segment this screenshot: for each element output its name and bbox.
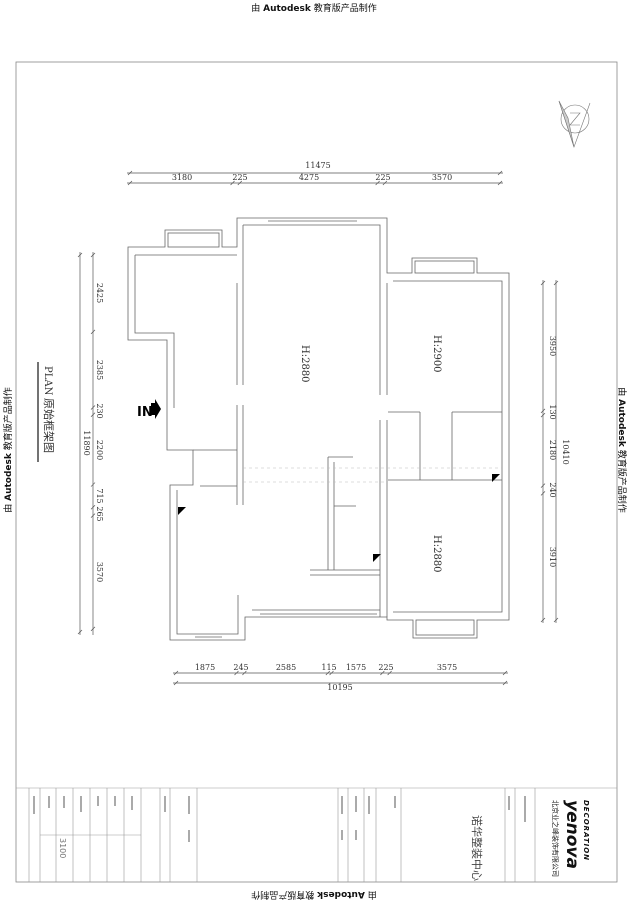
dim-right: 3950: [548, 336, 557, 356]
dimension-line: [77, 629, 83, 635]
dimension-line: [230, 180, 235, 186]
dimension-line: [380, 670, 385, 676]
dimension-line: [90, 412, 96, 418]
dim-bottom: 3575: [437, 663, 457, 672]
dimension-line: [540, 617, 546, 623]
balcony: [167, 232, 220, 248]
dim-top: 3180: [172, 173, 192, 182]
brand-sub: DECORATION: [582, 800, 590, 861]
dimension-line: [497, 180, 503, 186]
dimension-line: [553, 280, 559, 286]
dim-bottom: 1575: [346, 663, 366, 672]
dim-left: 230: [95, 403, 104, 418]
dimension-line: [234, 670, 239, 676]
dim-right: 3910: [548, 547, 557, 567]
dimension-line: [77, 252, 83, 258]
outer-wall: [127, 217, 510, 641]
dimension-line: [90, 626, 96, 632]
plan-label: PLAN: [42, 366, 53, 396]
arrow-right-icon: [151, 399, 161, 419]
dim-right: 2180: [548, 440, 557, 460]
room-height-label: H:2880: [431, 535, 442, 573]
north-arrow-icon: [558, 100, 591, 148]
entry-arrow: IN: [137, 399, 161, 420]
dimension-line: [90, 405, 96, 410]
dim-right: 130: [548, 404, 557, 419]
company-name: 北京业之峰装饰有限公司: [551, 800, 560, 877]
title-block-fields: [33, 796, 526, 842]
dim-left: 715: [95, 488, 104, 503]
dimension-line: [387, 670, 392, 676]
dimension-line: [553, 617, 559, 623]
dimension-line: [540, 408, 546, 414]
dim-bottom: 1875: [195, 663, 215, 672]
dim-top: 3570: [432, 173, 452, 182]
dimension-line: [540, 491, 546, 496]
dim-bottom: 245: [233, 663, 248, 672]
dimension-line: [329, 670, 334, 676]
dim-right-total: 10410: [561, 439, 570, 464]
dim-left: 2425: [95, 283, 104, 303]
balcony: [414, 260, 475, 274]
dimension-line: [90, 504, 96, 510]
dim-top: 4275: [299, 173, 319, 182]
dim-bottom: 225: [378, 663, 393, 672]
room-height-label: H:2900: [431, 335, 442, 373]
project-name: 诺华整装中心: [470, 815, 484, 881]
brand-logo: yenova: [562, 800, 582, 869]
dimension-labels: 11475 3180 225 4275 225 3570 1875 245 25…: [82, 161, 570, 692]
plan-title: PLAN 原始框架图: [37, 362, 56, 462]
inner-wall: [134, 224, 503, 635]
dimension-line: [540, 483, 546, 488]
dim-right: 240: [548, 482, 557, 497]
dimension-line: [90, 252, 96, 258]
watermark-left: 由 Autodesk 教育版产品制作: [2, 387, 14, 513]
watermark-bottom: 由 Autodesk 教育版产品制作: [251, 889, 377, 900]
dimension-line: [173, 680, 179, 686]
dim-left: 3570: [95, 562, 104, 582]
dimension-line: [90, 482, 96, 487]
column-marker-icon: [492, 474, 500, 482]
dim-bottom: 2585: [276, 663, 296, 672]
dimension-line: [90, 329, 96, 335]
watermark-top: 由 Autodesk 教育版产品制作: [251, 2, 377, 14]
entry-label: IN: [137, 405, 153, 420]
sheet-frame: [15, 61, 618, 883]
dimension-line: [502, 670, 508, 676]
dimension-line: [502, 680, 508, 686]
dimension-line: [540, 280, 546, 286]
beam-line: [243, 467, 502, 483]
partition-wall: [193, 283, 502, 617]
dim-left: 2385: [95, 360, 104, 380]
dim-bottom: 115: [321, 663, 336, 672]
dim-top-total: 11475: [305, 161, 330, 170]
dimension-line: [497, 170, 503, 176]
dimension-line: [127, 180, 133, 186]
column-marker-icon: [373, 554, 381, 562]
plan-title-text: 原始框架图: [42, 398, 56, 453]
scale-value: 3100: [58, 838, 67, 858]
dim-left-total: 11890: [82, 430, 91, 455]
dim-left: 2200: [95, 440, 104, 460]
title-block: 3100 诺华整装中心 北京业之峰装饰有限公司 yenova DECORATIO…: [28, 788, 590, 882]
room-height-label: H:2880: [299, 345, 310, 383]
column-marker-icon: [178, 507, 186, 515]
dimension-line: [375, 180, 380, 186]
dim-left: 265: [95, 506, 104, 521]
dimension-line: [242, 670, 247, 676]
dimension-lines: [77, 170, 559, 686]
dim-bottom-total: 10195: [327, 683, 352, 692]
dimension-line: [90, 513, 96, 518]
dimension-line: [237, 180, 243, 186]
dimension-line: [382, 180, 388, 186]
dim-top: 225: [375, 173, 390, 182]
watermark-right: 由 Autodesk 教育版产品制作: [616, 387, 628, 513]
dimension-line: [540, 412, 546, 418]
dimension-line: [173, 670, 179, 676]
floor-plan: H:2880 H:2900 H:2880: [127, 217, 510, 641]
balcony: [415, 619, 475, 636]
dimension-line: [127, 170, 133, 176]
dimension-line: [325, 670, 331, 676]
dim-top: 225: [232, 173, 247, 182]
